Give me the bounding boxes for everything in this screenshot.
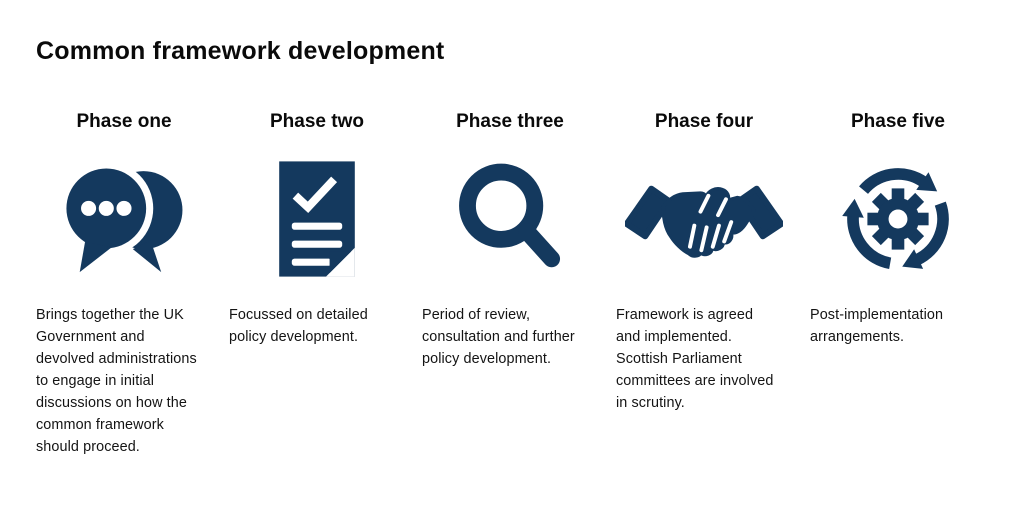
phase-four-icon-box <box>616 150 792 288</box>
phase-five-column: Phase five <box>810 110 986 348</box>
gear-cycle-icon <box>842 168 949 270</box>
document-checklist-icon <box>279 161 355 277</box>
phase-three-icon-box <box>422 150 598 288</box>
page-title: Common framework development <box>36 37 445 65</box>
phase-four-description: Framework is agreed and implemented. Sco… <box>616 307 774 411</box>
phase-one-label: Phase one <box>76 111 172 132</box>
phase-two-label: Phase two <box>270 111 364 132</box>
phase-five-description: Post-implementation arrangements. <box>810 307 944 345</box>
phase-three-column: Phase three Period of review, consultati… <box>422 110 598 370</box>
phase-one-column: Phase one Brings together the UK Governm… <box>36 110 212 458</box>
magnifying-glass-icon <box>459 163 561 268</box>
phase-four-label: Phase four <box>654 111 754 132</box>
phase-five-label: Phase five <box>851 111 945 132</box>
phase-four-column: Phase four Framework is agreed and imple… <box>616 110 792 414</box>
phase-three-description: Period of review, consultation and furth… <box>422 307 575 367</box>
phase-two-column: Phase two Focussed on detailed policy de… <box>229 110 405 348</box>
phase-one-description: Brings together the UK Government and de… <box>36 307 197 455</box>
phase-one-icon-box <box>36 150 212 288</box>
phase-two-description: Focussed on detailed policy development. <box>229 307 368 345</box>
phase-five-icon-box <box>810 150 986 288</box>
phase-two-icon-box <box>229 150 405 288</box>
chat-bubbles-icon <box>62 161 183 273</box>
phase-three-label: Phase three <box>456 111 564 132</box>
handshake-icon <box>625 185 783 258</box>
